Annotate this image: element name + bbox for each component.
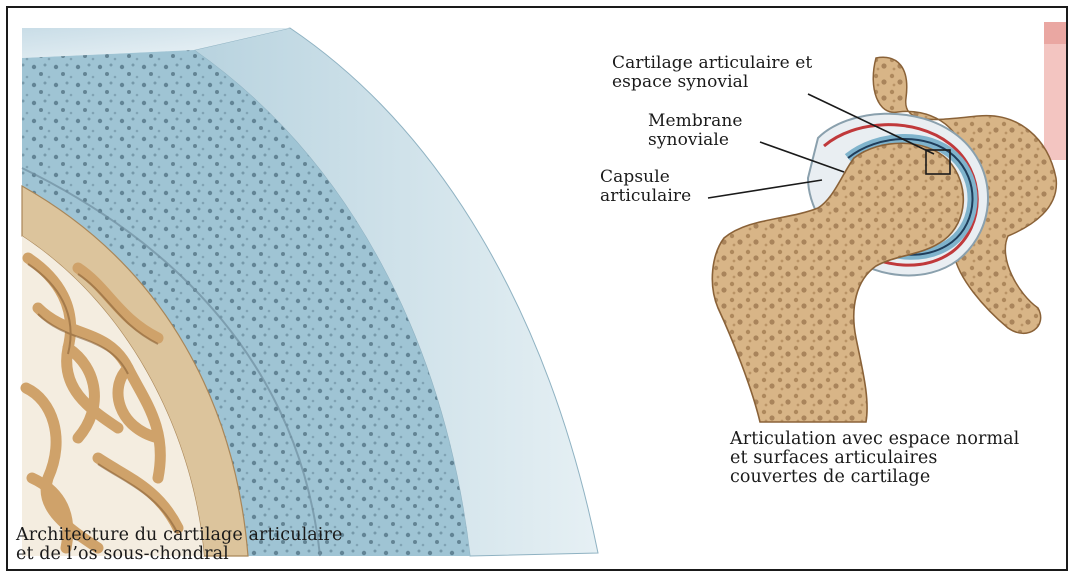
caption-line: et surfaces articulaires (730, 449, 1019, 468)
caption-line: couvertes de cartilage (730, 468, 1019, 487)
femur (712, 143, 963, 422)
caption-line: et de l’os sous-chondral (16, 545, 342, 564)
caption-line: Architecture du cartilage articulaire (16, 526, 342, 545)
label-line: espace synovial (612, 73, 812, 92)
cartilage-block (22, 28, 598, 556)
leader-capsule (708, 180, 822, 198)
label-line: articulaire (600, 187, 691, 206)
label-line: Cartilage articulaire et (612, 54, 812, 73)
label-synovial-membrane: Membrane synoviale (648, 112, 743, 150)
hip-joint (708, 57, 1056, 422)
figure-frame: Cartilage articulaire et espace synovial… (6, 6, 1068, 571)
label-line: Membrane (648, 112, 743, 131)
caption-left: Architecture du cartilage articulaire et… (16, 526, 342, 564)
label-line: Capsule (600, 168, 691, 187)
label-line: synoviale (648, 131, 743, 150)
label-joint-capsule: Capsule articulaire (600, 168, 691, 206)
caption-right: Articulation avec espace normal et surfa… (730, 430, 1019, 487)
label-cartilage-space: Cartilage articulaire et espace synovial (612, 54, 812, 92)
caption-line: Articulation avec espace normal (730, 430, 1019, 449)
